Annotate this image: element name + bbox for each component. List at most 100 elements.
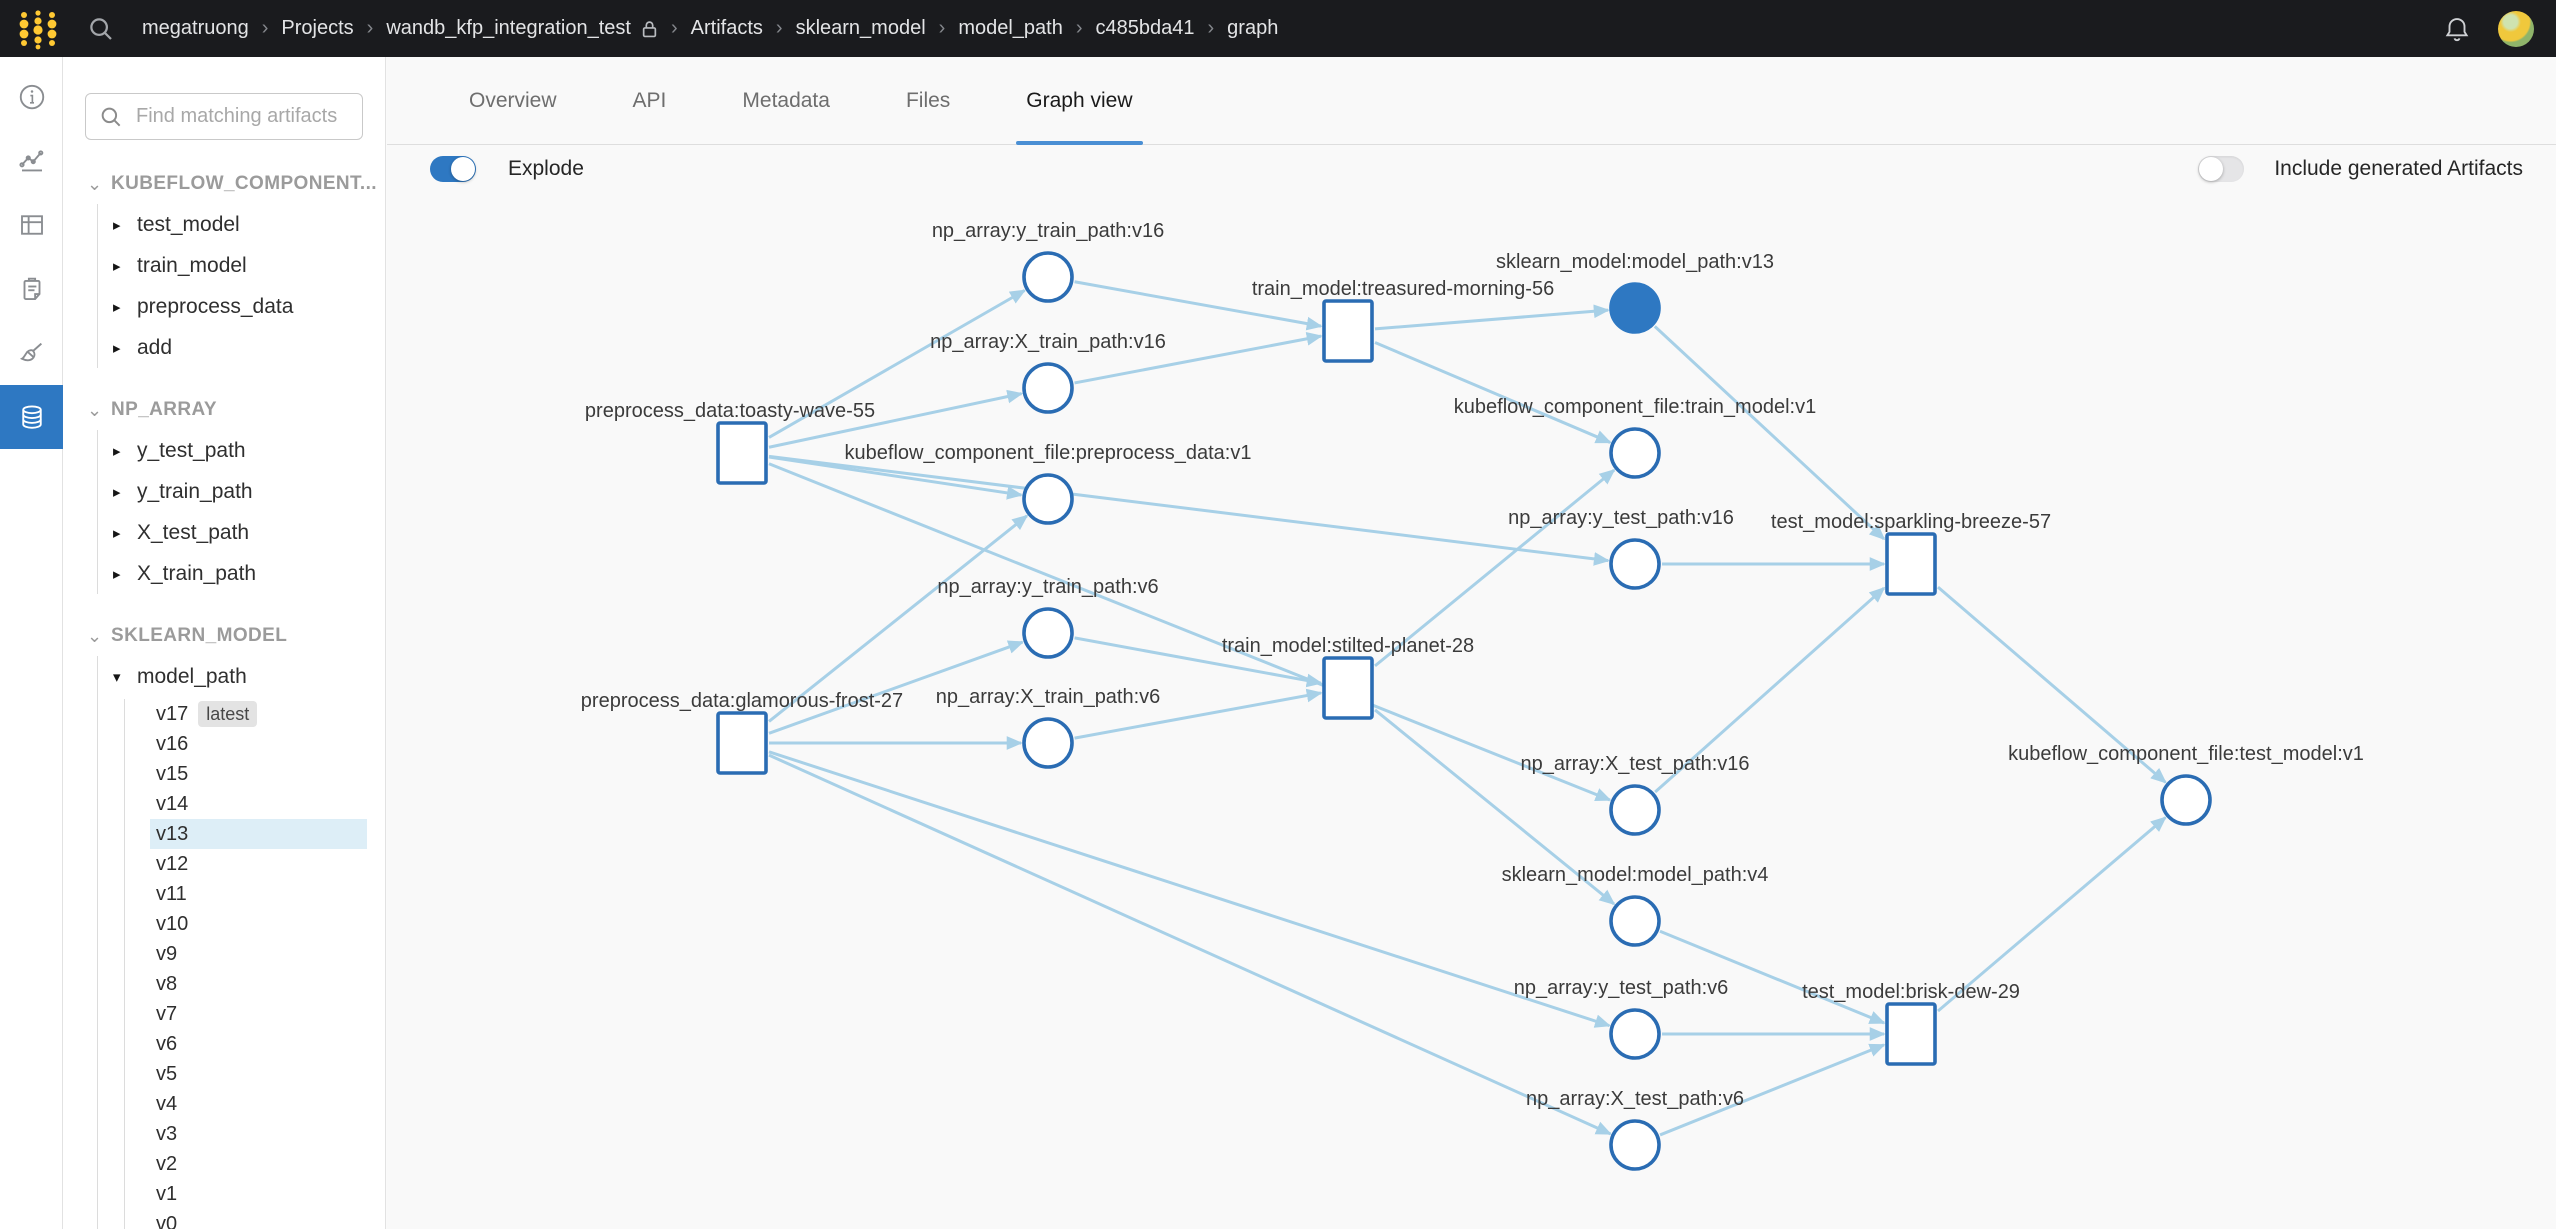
version-row-v3[interactable]: v3 <box>150 1119 367 1149</box>
tree-item-X_train_path[interactable]: ▸X_train_path <box>113 553 385 594</box>
clipboard-icon <box>23 277 40 300</box>
graph-edge-toasty-y_test16 <box>768 454 1610 566</box>
triangle-right-icon: ▸ <box>113 339 121 357</box>
rail-item-broom-icon[interactable] <box>0 321 63 385</box>
graph-node-sparkling[interactable] <box>1885 532 1937 596</box>
tree-item-train_model[interactable]: ▸train_model <box>113 245 385 286</box>
breadcrumb-item-model_path[interactable]: model_path <box>958 17 1063 39</box>
version-label: v1 <box>156 1183 178 1205</box>
bell-icon[interactable] <box>2442 14 2472 44</box>
version-row-v12[interactable]: v12 <box>150 849 367 879</box>
graph-edge-treasured-model13 <box>1374 304 1610 331</box>
tree-item-y_train_path[interactable]: ▸y_train_path <box>113 471 385 512</box>
graph-node-label-X_test16: np_array:X_test_path:v16 <box>1520 753 1749 775</box>
tab-graph-view[interactable]: Graph view <box>1016 57 1143 145</box>
graph-edge-y_train16-treasured <box>1074 280 1323 331</box>
version-row-v13[interactable]: v13 <box>150 819 367 849</box>
tree-item-model_path[interactable]: ▾ model_path <box>113 656 385 697</box>
graph-node-y_test16[interactable] <box>1609 538 1661 590</box>
graph-node-y_train6[interactable] <box>1022 607 1074 659</box>
search-icon[interactable] <box>86 14 116 44</box>
version-row-v6[interactable]: v6 <box>150 1029 367 1059</box>
tree-group-NP_ARRAY[interactable]: ⌄NP_ARRAY <box>87 395 385 425</box>
tab-api[interactable]: API <box>632 88 667 112</box>
rail-item-clipboard-icon[interactable] <box>0 257 63 321</box>
graph-node-X_test6[interactable] <box>1609 1119 1661 1171</box>
tab-metadata[interactable]: Metadata <box>742 88 830 112</box>
tree-group-KUBEFLOW_COMPONENT...[interactable]: ⌄KUBEFLOW_COMPONENT... <box>87 169 385 199</box>
tree-item-X_test_path[interactable]: ▸X_test_path <box>113 512 385 553</box>
version-row-v4[interactable]: v4 <box>150 1089 367 1119</box>
graph-node-X_train6[interactable] <box>1022 717 1074 769</box>
graph-node-pre_file[interactable] <box>1022 473 1074 525</box>
graph-edge-stilted-train_file <box>1374 468 1616 668</box>
graph-node-stilted[interactable] <box>1322 656 1374 720</box>
graph-node-brisk[interactable] <box>1885 1002 1937 1066</box>
version-row-v8[interactable]: v8 <box>150 969 367 999</box>
triangle-right-icon: ▸ <box>113 257 121 275</box>
lock-icon <box>641 19 658 39</box>
version-row-v9[interactable]: v9 <box>150 939 367 969</box>
breadcrumb-item-sklearn_model[interactable]: sklearn_model <box>795 17 926 39</box>
tab-overview[interactable]: Overview <box>469 88 557 112</box>
explode-toggle[interactable] <box>430 156 476 182</box>
breadcrumb-item-graph[interactable]: graph <box>1227 17 1279 39</box>
version-row-v14[interactable]: v14 <box>150 789 367 819</box>
version-row-v2[interactable]: v2 <box>150 1149 367 1179</box>
tree-item-y_test_path[interactable]: ▸y_test_path <box>113 430 385 471</box>
graph-node-treasured[interactable] <box>1322 299 1374 363</box>
breadcrumb: megatruong›Projects›wandb_kfp_integratio… <box>142 17 1278 40</box>
tab-files[interactable]: Files <box>905 88 951 112</box>
version-row-v11[interactable]: v11 <box>150 879 367 909</box>
avatar[interactable] <box>2498 10 2534 47</box>
tree-item-label: model_path <box>137 664 247 688</box>
breadcrumb-item-Projects[interactable]: Projects <box>281 17 354 39</box>
rail-item-info-icon[interactable] <box>0 65 63 129</box>
version-row-v1[interactable]: v1 <box>150 1179 367 1209</box>
graph-edge-toasty-pre_file <box>768 455 1023 500</box>
graph-node-y_train16[interactable] <box>1022 251 1074 303</box>
tree-item-add[interactable]: ▸add <box>113 327 385 368</box>
search-input[interactable] <box>134 104 350 129</box>
tree-item-preprocess_data[interactable]: ▸preprocess_data <box>113 286 385 327</box>
graph-node-model13[interactable] <box>1609 282 1661 334</box>
tree-group-SKLEARN_MODEL[interactable]: ⌄SKLEARN_MODEL <box>87 621 385 651</box>
tree-item-test_model[interactable]: ▸test_model <box>113 204 385 245</box>
graph-node-train_file[interactable] <box>1609 427 1661 479</box>
graph-edge-glamorous-pre_file <box>768 514 1029 723</box>
graph-node-X_train16[interactable] <box>1022 362 1074 414</box>
artifact-graph: np_array:y_train_path:v16np_array:X_trai… <box>581 220 2364 1171</box>
graph-node-y_test6[interactable] <box>1609 1008 1661 1060</box>
graph-node-toasty[interactable] <box>716 421 768 485</box>
info-icon <box>19 84 44 110</box>
version-row-v0[interactable]: v0 <box>150 1209 367 1229</box>
graph-node-glamorous[interactable] <box>716 711 768 775</box>
triangle-down-icon: ▾ <box>113 668 121 686</box>
search-icon <box>101 107 121 126</box>
breadcrumb-item-Artifacts[interactable]: Artifacts <box>690 17 763 39</box>
rail-item-database-icon[interactable] <box>0 385 63 449</box>
include-generated-toggle[interactable] <box>2198 156 2245 182</box>
wandb-logo[interactable] <box>16 8 62 50</box>
rail-item-chart-icon[interactable] <box>0 129 63 193</box>
breadcrumb-item-megatruong[interactable]: megatruong <box>142 17 249 39</box>
graph-edge-toasty-X_train16 <box>768 389 1024 449</box>
graph-node-X_test16[interactable] <box>1609 784 1661 836</box>
version-row-v7[interactable]: v7 <box>150 999 367 1029</box>
version-row-v15[interactable]: v15 <box>150 759 367 789</box>
include-generated-control: Include generated Artifacts <box>2198 156 2523 182</box>
graph-edge-y_train6-stilted <box>1074 636 1323 688</box>
tree-group-children: ▸y_test_path▸y_train_path▸X_test_path▸X_… <box>97 430 385 594</box>
breadcrumb-item-c485bda41[interactable]: c485bda41 <box>1095 17 1195 39</box>
rail-item-table-icon[interactable] <box>0 193 63 257</box>
triangle-right-icon: ▸ <box>113 524 121 542</box>
version-row-v10[interactable]: v10 <box>150 909 367 939</box>
graph-node-model4[interactable] <box>1609 895 1661 947</box>
version-row-v5[interactable]: v5 <box>150 1059 367 1089</box>
graph-node-test_file[interactable] <box>2160 774 2212 826</box>
graph-node-label-y_test16: np_array:y_test_path:v16 <box>1508 507 1734 529</box>
breadcrumb-item-wandb_kfp_integration_test[interactable]: wandb_kfp_integration_test <box>386 17 631 39</box>
version-row-v16[interactable]: v16 <box>150 729 367 759</box>
